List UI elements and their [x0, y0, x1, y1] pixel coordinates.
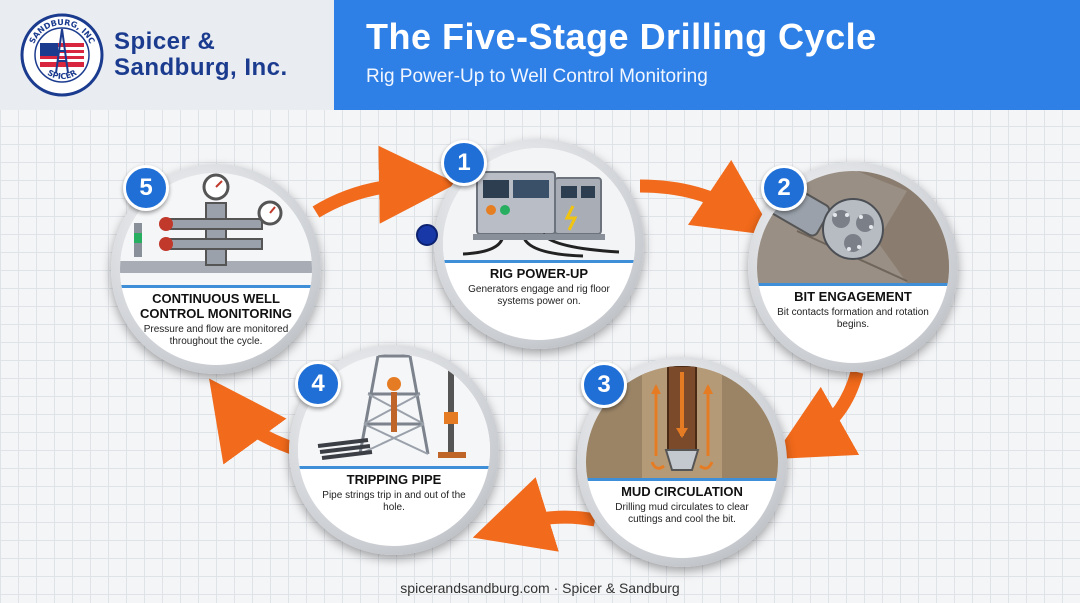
- stage-3-title: MUD CIRCULATION: [621, 484, 743, 499]
- stage-1-description: Generators engage and rig floor systems …: [468, 284, 610, 307]
- stage-5-well-control-monitoring: CONTINUOUS WELL CONTROL MONITORING Press…: [111, 164, 321, 374]
- stage-4-description: Pipe strings trip in and out of the hole…: [322, 490, 466, 513]
- stage-4-face: TRIPPING PIPE Pipe strings trip in and o…: [298, 354, 490, 546]
- page-title: The Five-Stage Drilling Cycle: [366, 16, 877, 57]
- arrow-1-to-2: [639, 159, 775, 236]
- derrick-icon: [298, 354, 490, 466]
- company-name: Spicer & Sandburg, Inc.: [114, 29, 288, 81]
- stage-5-number-badge: 5: [123, 165, 169, 211]
- page-subtitle: Rig Power-Up to Well Control Monitoring: [366, 66, 708, 87]
- stage-3-divider: [586, 478, 778, 481]
- company-seal-logo: SANDBURG, INC SPICER: [20, 13, 104, 97]
- stage-4-text: TRIPPING PIPE Pipe strings trip in and o…: [298, 472, 490, 514]
- footer-attribution: spicerandsandburg.com · Spicer & Sandbur…: [400, 580, 680, 596]
- stage-2-text: BIT ENGAGEMENT Bit contacts formation an…: [757, 289, 949, 331]
- stage-1-text: RIG POWER-UP Generators engage and rig f…: [443, 266, 635, 308]
- stage-5-title: CONTINUOUS WELL CONTROL MONITORING: [140, 291, 292, 321]
- stage-1-divider: [443, 260, 635, 263]
- stage-4-tripping-pipe: TRIPPING PIPE Pipe strings trip in and o…: [289, 345, 499, 555]
- title-panel: The Five-Stage Drilling Cycle Rig Power-…: [334, 0, 1080, 110]
- stage-4-number-badge: 4: [295, 361, 341, 407]
- svg-text:SPICER: SPICER: [46, 68, 78, 81]
- stage-3-description: Drilling mud circulates to clear cutting…: [615, 502, 749, 525]
- stage-4-divider: [298, 466, 490, 469]
- stage-2-description: Bit contacts formation and rotation begi…: [777, 307, 929, 330]
- arrow-2-to-3: [772, 370, 864, 460]
- stage-5-description: Pressure and flow are monitored througho…: [143, 324, 289, 347]
- arrow-4-to-5: [209, 378, 295, 465]
- stage-5-divider: [120, 285, 312, 288]
- stage-1-indicator-dot: [416, 224, 438, 246]
- stage-2-number-badge: 2: [761, 165, 807, 211]
- stage-4-title: TRIPPING PIPE: [346, 472, 442, 487]
- stage-1-number-badge: 1: [441, 140, 487, 186]
- stage-5-text: CONTINUOUS WELL CONTROL MONITORING Press…: [120, 291, 312, 348]
- stage-3-face: MUD CIRCULATION Drilling mud circulates …: [586, 366, 778, 558]
- company-name-line2: Sandburg, Inc.: [114, 54, 288, 81]
- stage-3-number-badge: 3: [581, 362, 627, 408]
- stage-3-text: MUD CIRCULATION Drilling mud circulates …: [586, 484, 778, 526]
- arrow-3-to-4: [472, 477, 597, 552]
- stage-2-divider: [757, 283, 949, 286]
- stage-2-title: BIT ENGAGEMENT: [794, 289, 912, 304]
- stage-1-face: RIG POWER-UP Generators engage and rig f…: [443, 148, 635, 340]
- logo-panel: SANDBURG, INC SPICER Spicer & Sandburg, …: [0, 0, 334, 110]
- company-name-line1: Spicer &: [114, 28, 216, 55]
- header: SANDBURG, INC SPICER Spicer & Sandburg, …: [0, 0, 1080, 110]
- stage-3-mud-circulation: MUD CIRCULATION Drilling mud circulates …: [577, 357, 787, 567]
- arrow-5-to-1: [312, 145, 457, 224]
- stage-1-title: RIG POWER-UP: [489, 266, 589, 281]
